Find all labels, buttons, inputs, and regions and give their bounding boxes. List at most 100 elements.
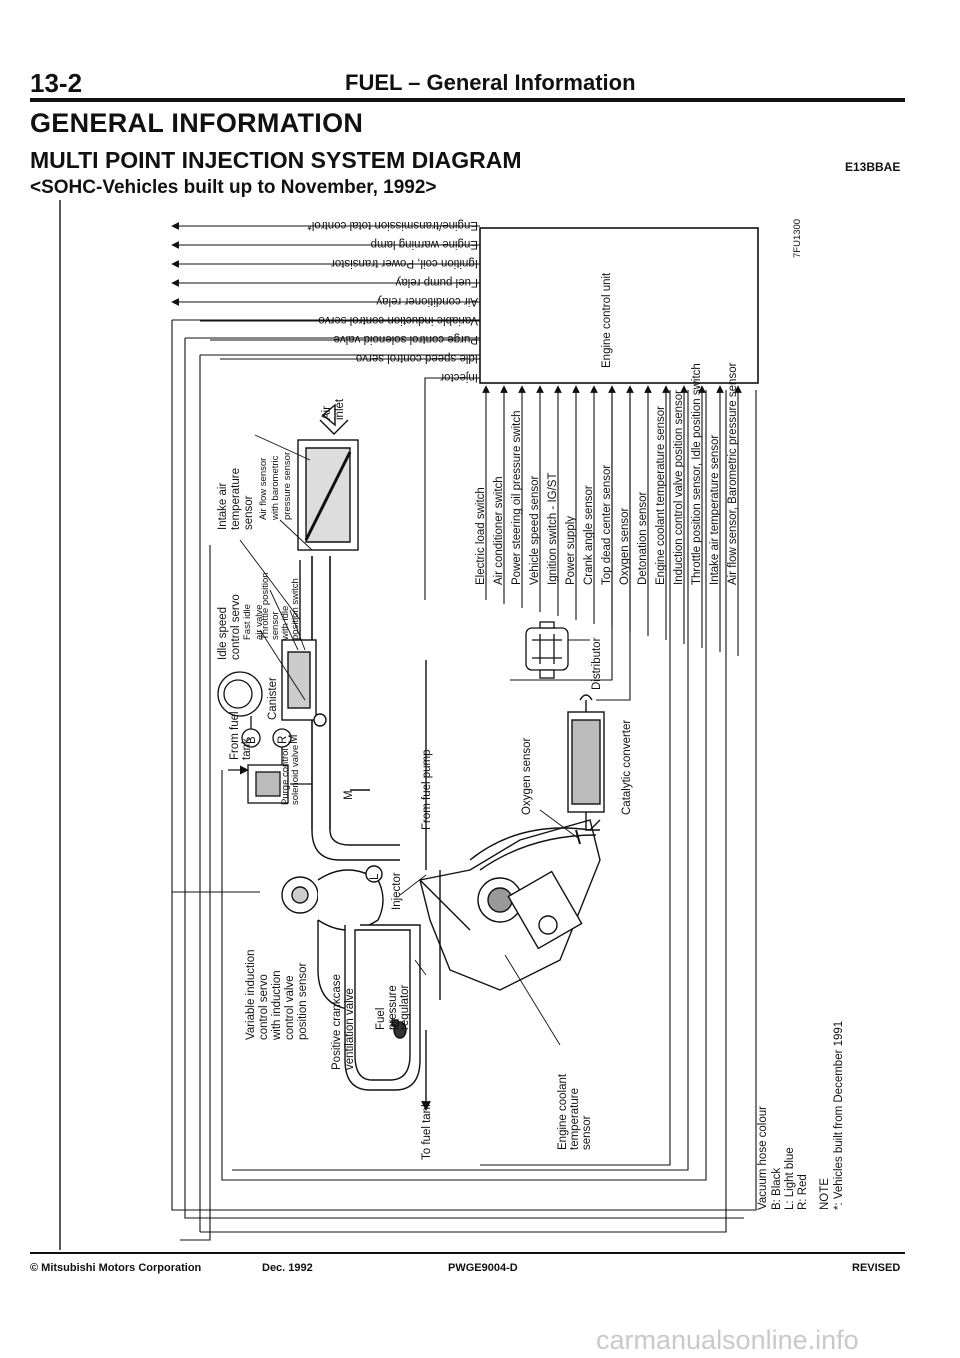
intake-air-temp-label: sensor	[243, 495, 255, 530]
input-label: Engine coolant temperature sensor	[655, 406, 667, 585]
input-label: Crank angle sensor	[583, 485, 595, 585]
fast-idle-label: air valve	[254, 605, 265, 640]
variable-induction-label: position sensor	[297, 962, 309, 1040]
page-number: 13-2	[30, 68, 83, 98]
footer-doc-code: PWGE9004-D	[448, 1262, 518, 1274]
diagram-heading: MULTI POINT INJECTION SYSTEM DIAGRAM	[30, 147, 522, 173]
intake-air-temp-label: temperature	[230, 468, 242, 530]
hose-l-label: L	[369, 873, 381, 880]
hose-b-label: B	[246, 736, 258, 744]
purge-valve-label: Purge control	[280, 748, 291, 805]
to-fuel-tank-label: To fuel tank	[421, 1101, 433, 1160]
catalytic-label: Catalytic converter	[621, 720, 633, 815]
idle-speed-servo-label: Idle speed	[217, 607, 229, 660]
distributor-label: Distributor	[591, 637, 603, 690]
from-fuel-pump-label: From fuel pump	[421, 749, 433, 830]
air-inlet-label: Air	[321, 406, 333, 420]
throttle-position-label: with idle	[280, 606, 291, 641]
leader-lines	[239, 434, 590, 1046]
footer-rule	[30, 1252, 905, 1254]
output-label: Engine warning lamp	[371, 238, 478, 250]
coolant-sensor-label: Engine coolant	[557, 1073, 569, 1150]
output-label: Idle speed control servo	[356, 352, 478, 364]
canister-assembly	[217, 671, 312, 804]
header-rule	[30, 98, 905, 102]
variable-induction-label: Variable induction	[245, 949, 257, 1040]
input-label: Ignition switch - IG/ST	[547, 473, 559, 585]
note-text: *: Vehicles built from December 1991	[833, 1021, 845, 1210]
exhaust-assembly	[567, 694, 605, 845]
footer-date: Dec. 1992	[262, 1262, 313, 1274]
input-label: Power steering oil pressure switch	[511, 411, 523, 586]
legend-item: R: Red	[797, 1174, 809, 1210]
output-label: Purge control solenoid valve	[334, 333, 478, 345]
input-label: Oxygen sensor	[619, 507, 631, 585]
fuel-pressure-reg-label: regulator	[399, 984, 411, 1030]
injector-label: Injector	[391, 872, 403, 910]
input-label: Throttle position sensor, Idle position …	[691, 363, 703, 585]
footer-status: REVISED	[852, 1262, 901, 1274]
watermark: carmanualsonline.info	[596, 1325, 859, 1355]
signal-bus	[171, 319, 757, 1241]
output-label: Air conditioner relay	[376, 295, 478, 307]
engine-assembly	[281, 819, 601, 1091]
legend-title: Vacuum hose colour	[757, 1106, 769, 1210]
input-label: Electric load switch	[475, 487, 487, 585]
intake-air-temp-label: Intake air	[217, 483, 229, 530]
idle-speed-servo-label: control servo	[230, 594, 242, 660]
air-inlet-label: inlet	[334, 398, 346, 420]
throttle-position-label: Throttle position	[260, 572, 271, 640]
oxygen-sensor-label: Oxygen sensor	[521, 737, 533, 815]
output-label: Fuel pump relay	[395, 276, 478, 288]
hose-m1-label: M	[288, 734, 300, 744]
input-label: Air flow sensor, Barometric pressure sen…	[727, 362, 739, 585]
canister-label: Canister	[267, 677, 279, 720]
input-label: Power supply	[565, 516, 577, 585]
variable-induction-label: control valve	[284, 975, 296, 1040]
legend-item: L: Light blue	[784, 1147, 796, 1210]
ecu-box: Engine control unit	[479, 227, 759, 384]
output-label: Injector	[440, 371, 478, 383]
fuel-pressure-reg-label: Fuel	[375, 1008, 387, 1030]
input-label: Induction control valve position sensor	[673, 390, 685, 585]
input-label: Vehicle speed sensor	[529, 476, 541, 585]
ecu-label: Engine control unit	[601, 272, 613, 368]
pcv-valve-label: Positive crankcase	[331, 974, 343, 1070]
from-fuel-tank-label: From fuel	[229, 711, 241, 760]
purge-valve-label: solenoid valve	[290, 745, 301, 805]
fast-idle-label: Fast idle	[242, 604, 253, 640]
main-heading: GENERAL INFORMATION	[30, 108, 364, 138]
coolant-sensor-label: sensor	[581, 1115, 593, 1150]
input-label: Intake air temperature sensor	[709, 435, 721, 585]
variable-induction-label: with induction	[271, 970, 283, 1041]
figure-id: 7FU1300	[792, 219, 803, 258]
fuel-lines	[350, 660, 441, 1111]
section-code: E13BBAE	[845, 160, 901, 174]
from-fuel-tank-label: tank	[241, 738, 253, 760]
legend-item: B: Black	[771, 1168, 783, 1210]
diagram-qualifier: <SOHC-Vehicles built up to November, 199…	[30, 177, 437, 198]
input-label: Air conditioner switch	[493, 476, 505, 585]
coolant-sensor-label: temperature	[569, 1088, 581, 1150]
throttle-position-label: sensor	[270, 611, 281, 640]
hose-m2-label: M	[343, 790, 355, 800]
air-flow-sensor-label: with barometric	[270, 455, 281, 521]
input-signals: Electric load switch Air conditioner swit…	[475, 362, 742, 656]
variable-induction-label: control servo	[258, 974, 270, 1040]
note-title: NOTE	[819, 1178, 831, 1210]
output-signals: Engine/transmission total control* Engine…	[171, 219, 480, 383]
output-label: Ignition coil, Power transistor	[331, 257, 478, 269]
distributor-assembly	[525, 621, 569, 679]
fuel-pressure-reg-label: pressure	[387, 985, 399, 1030]
input-label: Detonation sensor	[637, 491, 649, 585]
output-label: Engine/transmission total control*	[307, 219, 478, 231]
hose-r-label: R	[277, 736, 289, 744]
throttle-position-label: position switch	[290, 578, 301, 640]
section-title: FUEL – General Information	[345, 70, 636, 95]
footer-copyright: © Mitsubishi Motors Corporation	[30, 1262, 202, 1274]
air-flow-sensor-label: Air flow sensor	[258, 458, 269, 520]
pcv-valve-label: ventilation valve	[344, 988, 356, 1070]
air-flow-sensor-label: pressure sensor	[282, 452, 293, 520]
